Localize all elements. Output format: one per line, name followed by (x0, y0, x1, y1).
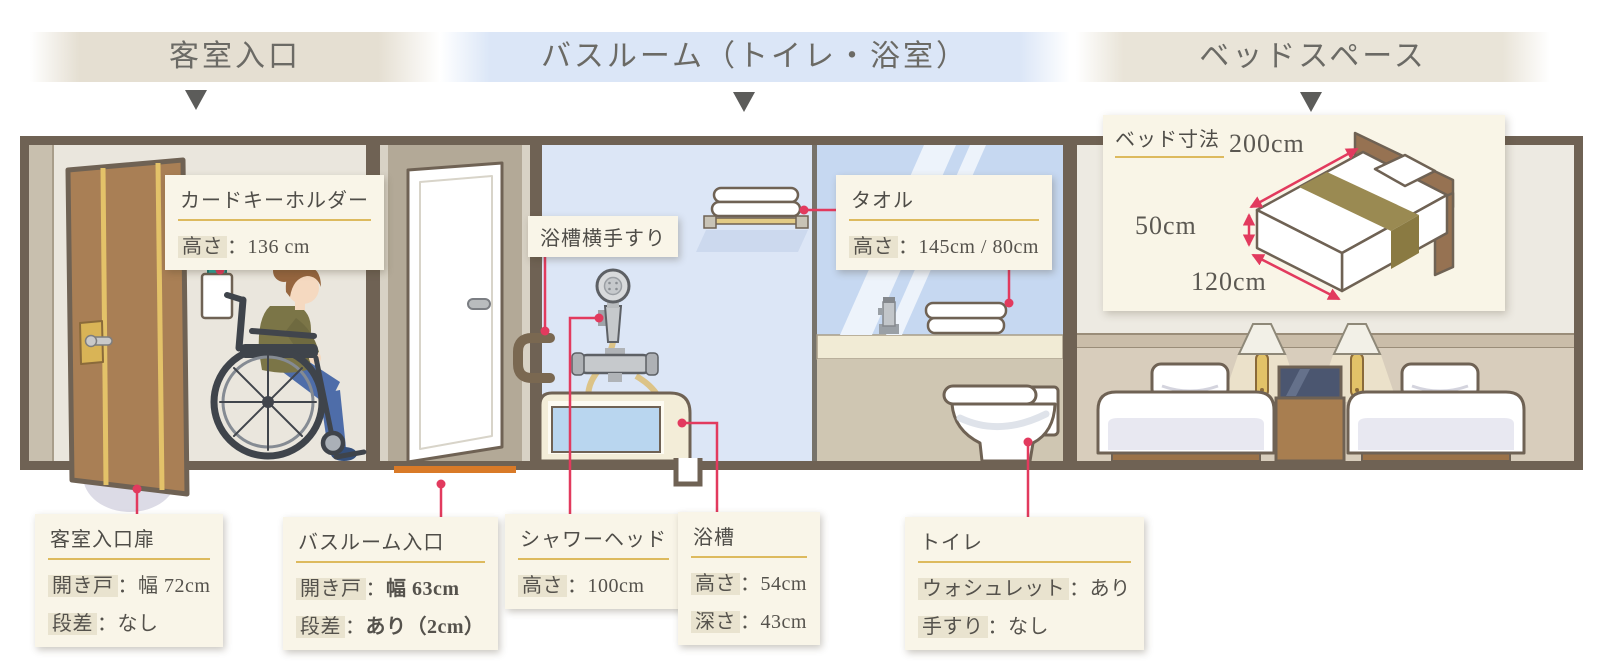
entrance-door-open (65, 157, 190, 497)
spec-value: 136 cm (247, 236, 310, 258)
callout-title: シャワーヘッド (518, 522, 669, 560)
callout-title: タオル (849, 183, 1039, 221)
callout-bed-dimensions: ベッド寸法 200cm 50cm 120cm (1103, 115, 1505, 311)
spec-value: 100cm (587, 575, 645, 597)
spec-key: 高さ (849, 236, 898, 258)
colon: ： (740, 611, 761, 633)
spec-value: なし (1008, 616, 1049, 638)
colon: ： (1069, 578, 1090, 600)
header-bed-space: ベッドスペース (1076, 32, 1550, 82)
callout-card-key-holder: カードキーホルダー 高さ：136 cm (165, 175, 384, 270)
callout-title: 浴槽横手すり (540, 228, 666, 250)
spec-value: あり（2cm） (365, 616, 485, 638)
callout-towel: タオル 高さ：145cm / 80cm (836, 175, 1052, 270)
connector-dots (132, 205, 1033, 494)
bathroom-door (388, 145, 522, 473)
spec-value: 54cm (760, 573, 807, 595)
spec-key: 高さ (178, 236, 227, 258)
spec-key: 深さ (691, 611, 740, 633)
colon: ： (365, 578, 386, 600)
callout-title: バスルーム入口 (296, 525, 485, 563)
bed-length-label: 200cm (1229, 129, 1305, 158)
spec-key: 手すり (918, 616, 988, 638)
callout-shower-head: シャワーヘッド 高さ：100cm (505, 514, 682, 609)
wheelchair-user (210, 260, 367, 461)
spec-key: 高さ (518, 575, 567, 597)
colon: ： (97, 613, 118, 635)
colon: ： (740, 573, 761, 595)
spec-row: 高さ：145cm / 80cm (849, 230, 1039, 259)
spec-key: 開き戸 (296, 578, 366, 600)
header-bathroom: バスルーム（トイレ・浴室） (440, 32, 1070, 82)
vanity-faucet (878, 297, 899, 334)
callout-title: 浴槽 (691, 520, 807, 558)
spec-row: 段差：なし (48, 607, 210, 636)
door-step (394, 466, 516, 473)
colon: ： (987, 616, 1008, 638)
colon: ： (567, 575, 588, 597)
bed-dimension-illustration (1242, 131, 1455, 301)
nightstand (1274, 365, 1346, 463)
floor-step (673, 458, 703, 487)
spec-key: 段差 (48, 613, 97, 635)
header-entrance: 客室入口 (30, 32, 440, 82)
callout-toilet: トイレ ウォシュレット：あり 手すり：なし (905, 517, 1144, 650)
spec-value: あり (1089, 578, 1131, 600)
callout-entrance-door: 客室入口扉 開き戸：幅 72cm 段差：なし (35, 514, 224, 647)
spec-row: ウォシュレット：あり (918, 572, 1131, 601)
room-outline (20, 136, 1583, 470)
bed-left (1096, 362, 1276, 462)
down-arrow-icon (1300, 92, 1322, 112)
callout-title: 客室入口扉 (48, 522, 211, 560)
dimension-arrows (1242, 147, 1359, 301)
towel-shelf (696, 186, 809, 252)
spec-row: 高さ：100cm (518, 569, 669, 598)
callout-bath-door: バスルーム入口 開き戸：幅 63cm 段差：あり（2cm） (283, 517, 498, 650)
spec-key: 高さ (691, 573, 740, 595)
down-arrow-icon (185, 90, 207, 110)
callout-title: トイレ (918, 525, 1131, 563)
spec-row: 段差：あり（2cm） (296, 610, 485, 639)
callout-bath-grab-bar: 浴槽横手すり (528, 216, 678, 257)
bathtub (538, 391, 692, 463)
spec-row: 開き戸：幅 63cm (296, 572, 485, 601)
spec-key: 段差 (296, 616, 345, 638)
spec-value: 43cm (760, 611, 807, 633)
spec-row: 深さ：43cm (691, 605, 807, 634)
bed-width-label: 120cm (1191, 267, 1267, 296)
down-arrow-icon (733, 92, 755, 112)
colon: ： (117, 575, 138, 597)
bed-dimensions-title: ベッド寸法 (1115, 123, 1224, 158)
spec-key: ウォシュレット (918, 578, 1070, 600)
spec-key: 開き戸 (48, 575, 118, 597)
callout-title: カードキーホルダー (178, 183, 371, 221)
spec-row: 高さ：54cm (691, 567, 807, 596)
spec-row: 開き戸：幅 72cm (48, 569, 210, 598)
spec-value: 145cm / 80cm (918, 236, 1039, 258)
spec-row: 高さ：136 cm (178, 230, 371, 259)
spec-value: なし (117, 613, 159, 635)
spec-row: 手すり：なし (918, 610, 1131, 639)
callout-bathtub: 浴槽 高さ：54cm 深さ：43cm (678, 512, 820, 645)
bed-right (1346, 362, 1526, 462)
colon: ： (227, 236, 248, 258)
colon: ： (345, 616, 366, 638)
grab-bar (513, 333, 555, 383)
bed-height-label: 50cm (1135, 211, 1197, 240)
counter-towels (924, 301, 1008, 335)
colon: ： (898, 236, 919, 258)
spec-value: 幅 72cm (138, 575, 211, 597)
spec-value: 幅 63cm (386, 578, 460, 600)
